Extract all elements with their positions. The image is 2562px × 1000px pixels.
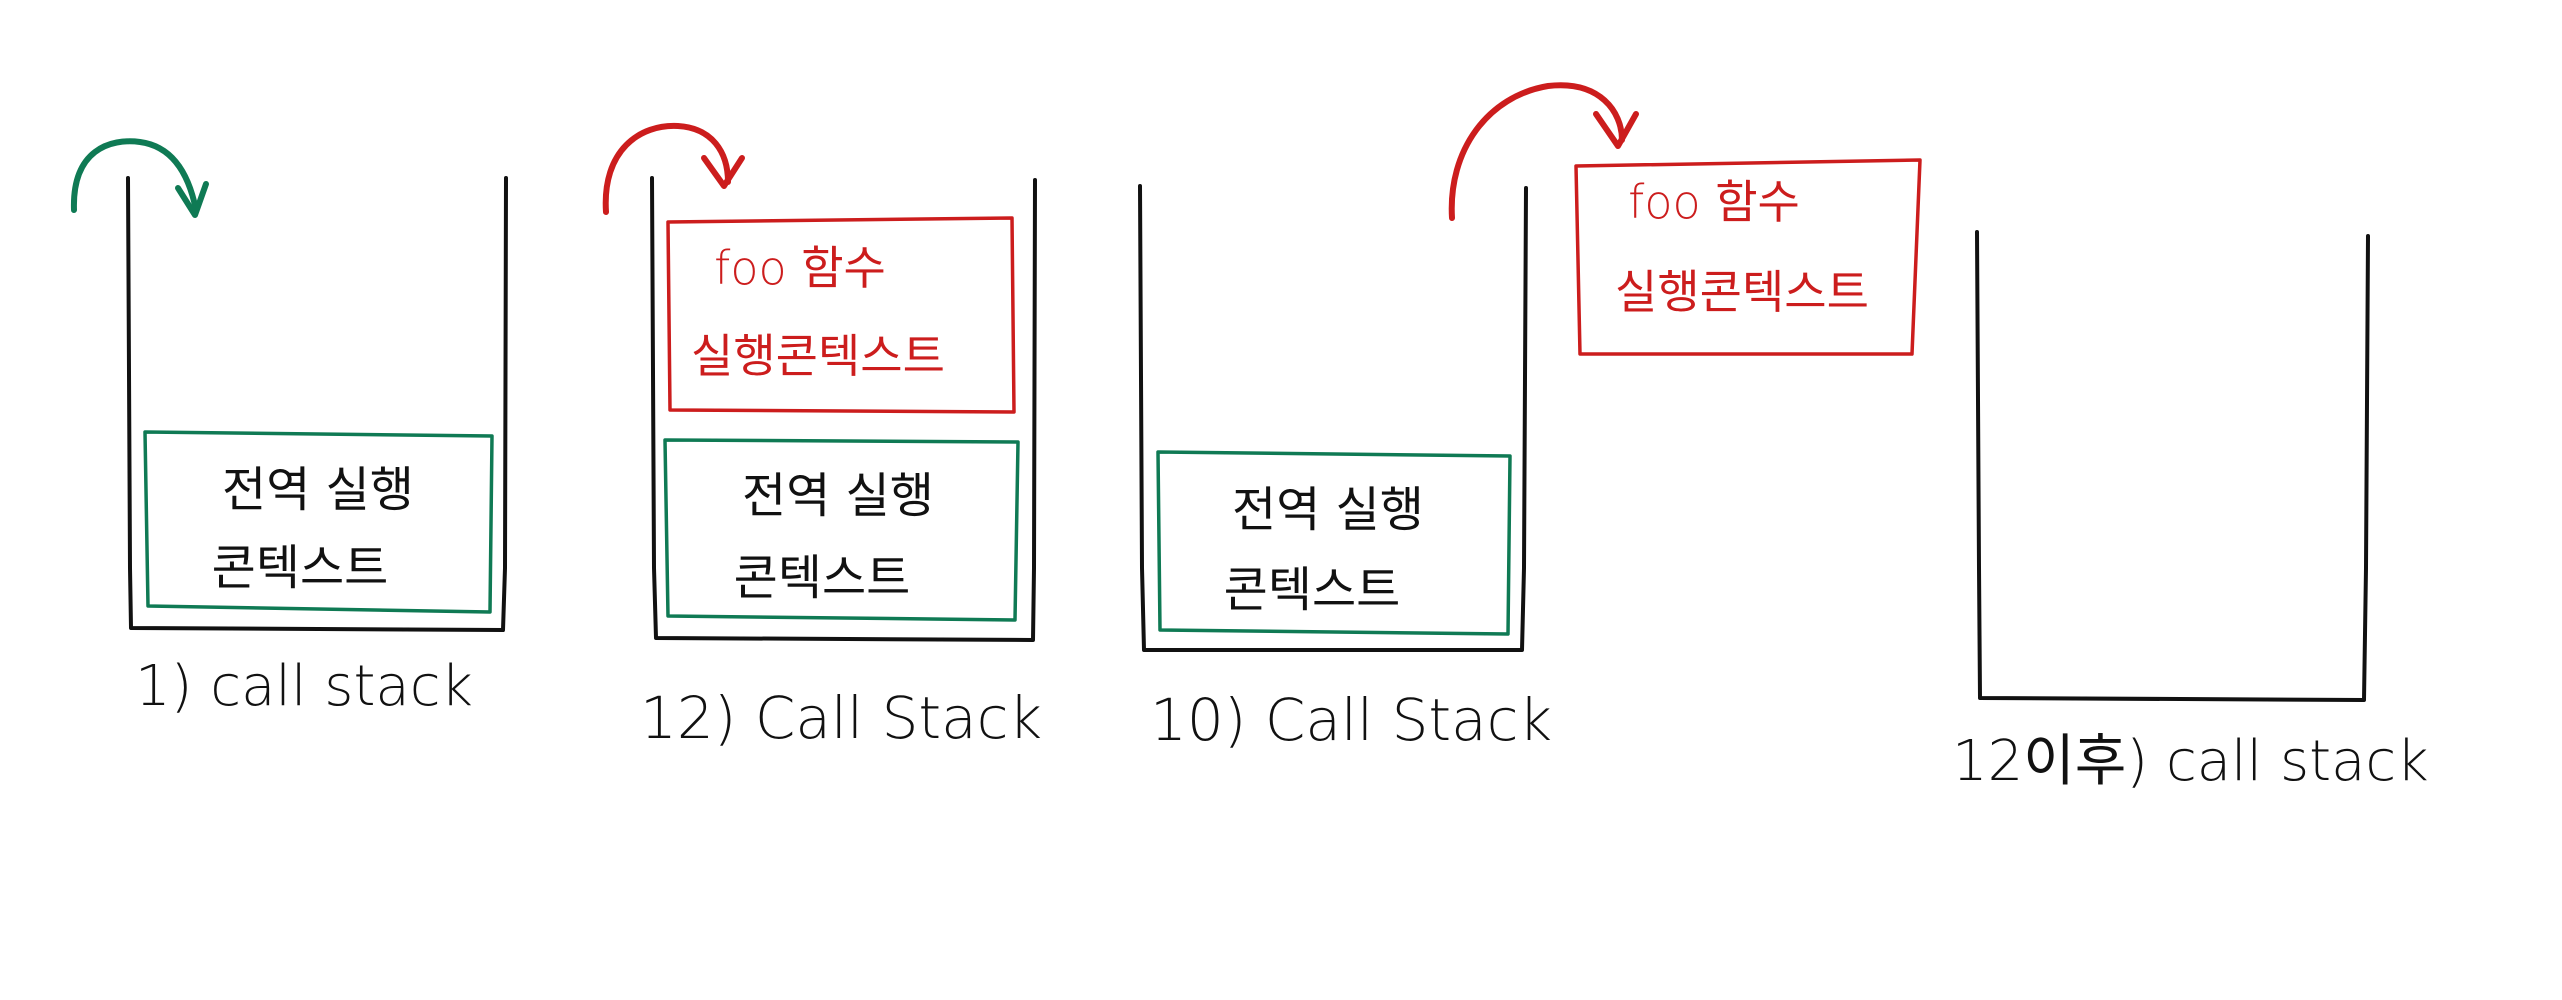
panel-1-stack-container — [126, 176, 508, 632]
panel-2-caption: 12) Call Stack — [640, 684, 1042, 752]
panel-4-stack-container — [1975, 230, 2370, 702]
panel-3: 전역 실행 콘텍스트 foo 함수 실행콘텍스트 10) Call Stack — [1138, 82, 1922, 754]
panel-2-push-arrow-head — [701, 155, 745, 189]
panel-1-global-context: 전역 실행 콘텍스트 — [143, 430, 494, 614]
panel-3-global-context-line1: 전역 실행 — [1232, 482, 1424, 538]
panel-3-pop-arrow-head — [1593, 111, 1639, 149]
panel-2-function-context: foo 함수 실행콘텍스트 — [666, 216, 1016, 414]
panel-1-global-context-line1: 전역 실행 — [222, 462, 414, 518]
panel-2-global-context-line2: 콘텍스트 — [734, 550, 911, 606]
panel-2-global-context-box — [663, 438, 1020, 622]
panel-3-popped-context-line1: foo 함수 — [1628, 175, 1800, 229]
panel-2-function-context-line2: 실행콘텍스트 — [691, 329, 945, 383]
panel-4-caption: 12이후) call stack — [1952, 729, 2429, 794]
panel-3-global-context-box — [1156, 450, 1512, 636]
panel-3-caption: 10) Call Stack — [1150, 686, 1552, 754]
panel-3-pop-arrow — [1448, 82, 1625, 221]
panel-1: 전역 실행 콘텍스트 1) call stack — [70, 138, 508, 719]
panel-1-global-context-box — [143, 430, 494, 614]
panel-2: foo 함수 실행콘텍스트 전역 실행 콘텍스트 12) Call Stack — [602, 122, 1042, 752]
panel-1-global-context-line2: 콘텍스트 — [212, 540, 389, 596]
panel-2-stack-container — [650, 176, 1037, 642]
panel-3-popped-context: foo 함수 실행콘텍스트 — [1574, 158, 1922, 356]
panel-1-push-arrow-head — [175, 181, 209, 218]
panel-2-push-arrow — [602, 122, 731, 215]
panel-4: 12이후) call stack — [1952, 230, 2429, 794]
panel-2-global-context-line1: 전역 실행 — [742, 468, 934, 524]
panel-2-global-context: 전역 실행 콘텍스트 — [663, 438, 1020, 622]
panel-2-function-context-line1: foo 함수 — [714, 241, 886, 295]
panel-1-push-arrow — [70, 138, 199, 213]
panel-1-caption: 1) call stack — [135, 654, 473, 719]
panel-2-function-context-box — [666, 216, 1016, 414]
panel-3-stack-container — [1138, 184, 1528, 652]
panel-3-global-context: 전역 실행 콘텍스트 — [1156, 450, 1512, 636]
panel-3-global-context-line2: 콘텍스트 — [1224, 562, 1401, 618]
panel-3-popped-context-box — [1574, 158, 1922, 356]
panel-3-popped-context-line2: 실행콘텍스트 — [1615, 265, 1869, 319]
